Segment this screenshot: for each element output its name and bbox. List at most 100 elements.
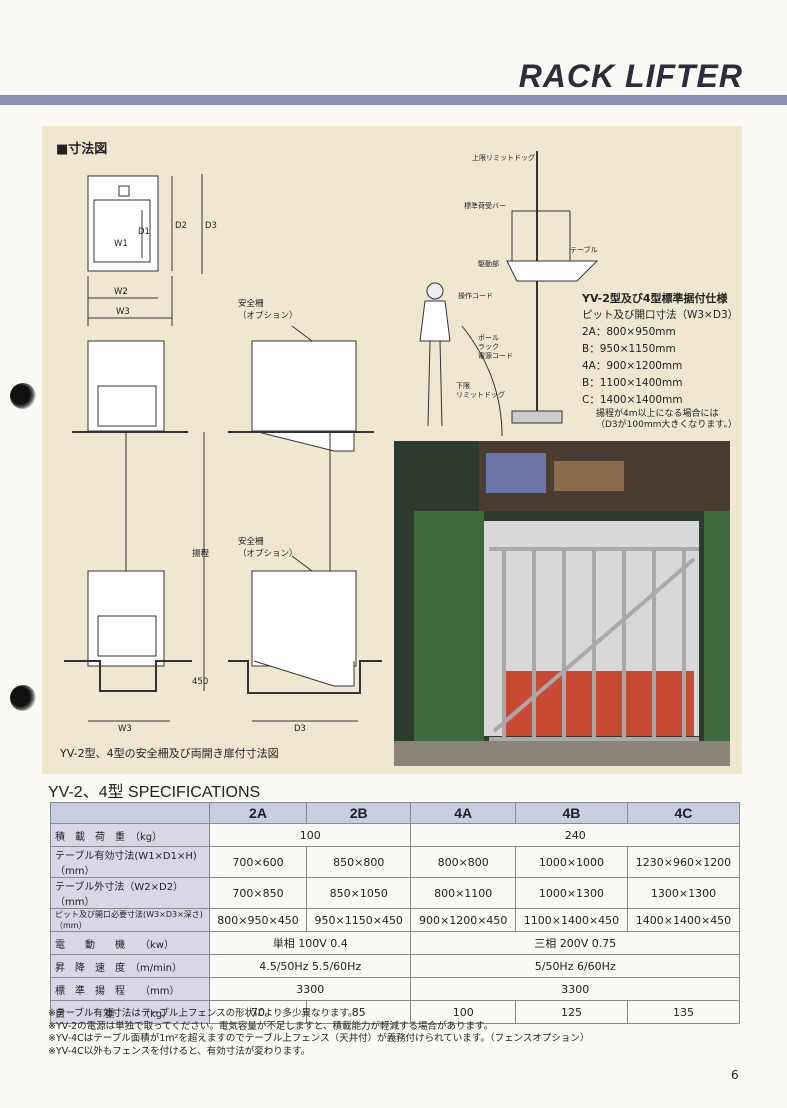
spec-cell: 三相 200V 0.75 bbox=[410, 931, 740, 955]
spec-row-load: 積 載 荷 重 （kg） 100 240 bbox=[50, 823, 740, 847]
spec-header-row: 2A 2B 4A 4B 4C bbox=[50, 802, 741, 824]
spec-row-motor: 電 動 機 （kw） 単相 100V 0.4 三相 200V 0.75 bbox=[50, 931, 740, 955]
install-note-1: 揚程が4m以上になる場合には bbox=[596, 409, 719, 419]
spec-cell: 1000×1000 bbox=[514, 846, 628, 878]
row-label: 電 動 機 （kw） bbox=[50, 931, 210, 955]
spec-row-table-effective: テーブル有効寸法(W1×D1×H)（mm） 700×600 850×800 80… bbox=[50, 846, 741, 878]
binder-hole-icon bbox=[10, 685, 36, 711]
row-label: 標 準 揚 程 （mm） bbox=[50, 977, 210, 1001]
row-label: 積 載 荷 重 （kg） bbox=[50, 823, 210, 847]
install-spec-title: YV-2型及び4型標準据付仕様 bbox=[582, 292, 728, 305]
spec-cell: 5/50Hz 6/60Hz bbox=[410, 954, 740, 978]
spec-header-4b: 4B bbox=[514, 802, 628, 824]
product-photo bbox=[394, 441, 730, 766]
spec-cell: 85 bbox=[305, 1000, 412, 1024]
label-d1: D1 bbox=[138, 227, 150, 237]
plan-view bbox=[87, 175, 159, 272]
label-safety-fence: 安全柵 bbox=[238, 298, 264, 309]
spec-row-weight: 自 重 （kg） 70 85 100 125 135 bbox=[50, 1000, 741, 1024]
label-450: 450 bbox=[192, 677, 208, 687]
label-table: テーブル bbox=[570, 245, 598, 254]
spec-cell: 950×1150×450 bbox=[305, 908, 412, 932]
spec-cell: 4.5/50Hz 5.5/60Hz bbox=[208, 954, 412, 978]
spec-header-4a: 4A bbox=[410, 802, 516, 824]
label-rack: ラック bbox=[478, 343, 499, 351]
dimension-panel: ■寸法図 bbox=[42, 126, 742, 774]
label-d3-bottom: D3 bbox=[294, 724, 306, 734]
dimension-drawings: W1 W2 W3 D1 D2 D3 安全柵 （オプション） 安全柵 （オプション… bbox=[64, 151, 599, 734]
label-safety-fence-2: 安全柵 bbox=[238, 536, 264, 547]
label-w2: W2 bbox=[114, 287, 128, 297]
spec-cell: 1400×1400×450 bbox=[626, 908, 741, 932]
label-stroke: 揚程 bbox=[192, 548, 210, 559]
install-spec-subtitle: ピット及び開口寸法（W3×D3） bbox=[582, 309, 739, 321]
section-title: ■寸法図 bbox=[56, 142, 108, 157]
spec-cell: 125 bbox=[514, 1000, 628, 1024]
spec-cell: 1300×1300 bbox=[626, 877, 741, 909]
label-load-bar: 標準荷受バー bbox=[464, 201, 506, 210]
install-row: B：950×1150mm bbox=[582, 343, 676, 355]
drawing-caption: YV-2型、4型の安全柵及び両開き扉付寸法図 bbox=[60, 747, 279, 760]
binder-hole-icon bbox=[10, 383, 36, 409]
label-w3: W3 bbox=[116, 307, 130, 317]
spec-cell: 800×950×450 bbox=[209, 908, 307, 932]
spec-cell: 100 bbox=[208, 823, 412, 847]
footnote: ※YV-4Cはテーブル面積が1m²を超えますのでテーブル上フェンス（天井付）が義… bbox=[48, 1033, 590, 1044]
label-power-cord: 電源コード bbox=[478, 351, 513, 360]
label-drive: 駆動部 bbox=[478, 259, 499, 268]
label-op-cord: 操作コード bbox=[458, 291, 493, 300]
spec-cell: 900×1200×450 bbox=[410, 908, 516, 932]
spec-cell: 800×800 bbox=[410, 846, 516, 878]
row-label: ピット及び開口必要寸法(W3×D3×深さ)（mm） bbox=[50, 908, 210, 932]
lifter-photo-illustration bbox=[394, 441, 730, 766]
spec-cell: 700×600 bbox=[209, 846, 307, 878]
spec-cell: 240 bbox=[410, 823, 740, 847]
spec-cell: 850×800 bbox=[305, 846, 412, 878]
spec-header-4c: 4C bbox=[626, 802, 741, 824]
label-lower-limit-1: 下限 bbox=[456, 381, 470, 390]
row-label: テーブル有効寸法(W1×D1×H)（mm） bbox=[50, 846, 210, 878]
footnote: ※YV-2の電源は単独で取ってください。電気容量が不足しますと、積載能力が軽減す… bbox=[48, 1020, 494, 1032]
spec-cell: 700×850 bbox=[209, 877, 307, 909]
spec-header-blank bbox=[50, 802, 210, 824]
row-label: 昇 降 速 度 （m/min） bbox=[50, 954, 210, 978]
brand-title: RACK LIFTER bbox=[518, 58, 743, 94]
spec-cell: 3300 bbox=[410, 977, 740, 1001]
spec-row-stroke: 標 準 揚 程 （mm） 3300 3300 bbox=[50, 977, 740, 1001]
spec-cell: 850×1050 bbox=[305, 877, 412, 909]
label-pole: ポール bbox=[478, 334, 499, 342]
spec-row-table-outer: テーブル外寸法（W2×D2）（mm） 700×850 850×1050 800×… bbox=[50, 877, 741, 909]
spec-row-speed: 昇 降 速 度 （m/min） 4.5/50Hz 5.5/60Hz 5/50Hz… bbox=[50, 954, 740, 978]
spec-cell: 3300 bbox=[208, 977, 412, 1001]
spec-title: YV-2、4型 SPECIFICATIONS bbox=[48, 784, 261, 801]
footnotes: ※テーブル有効寸法はテーブル上フェンスの形状により多少異なります。 ※YV-2の… bbox=[48, 1008, 589, 1058]
label-d3: D3 bbox=[205, 221, 217, 231]
install-row: B：1100×1400mm bbox=[582, 377, 683, 389]
install-row: C：1400×1400mm bbox=[582, 394, 683, 406]
label-d2: D2 bbox=[175, 221, 187, 231]
spec-cell: 135 bbox=[626, 1000, 741, 1024]
label-option: （オプション） bbox=[238, 310, 298, 321]
spec-cell: 1000×1300 bbox=[514, 877, 628, 909]
install-spec: YV-2型及び4型標準据付仕様 ピット及び開口寸法（W3×D3） 2A：800×… bbox=[582, 290, 738, 431]
footnote: ※YV-4C以外もフェンスを付けると、有効寸法が変わります。 bbox=[48, 1045, 311, 1057]
row-label: テーブル外寸法（W2×D2）（mm） bbox=[50, 877, 210, 909]
label-w1: W1 bbox=[114, 239, 128, 249]
install-row: 4A：900×1200mm bbox=[582, 360, 683, 372]
row-label: 自 重 （kg） bbox=[50, 1000, 210, 1024]
label-w3-bottom: W3 bbox=[118, 724, 132, 734]
page-number: 6 bbox=[731, 1068, 739, 1082]
spec-cell: 100 bbox=[410, 1000, 516, 1024]
label-lower-limit-2: リミットドッグ bbox=[456, 390, 505, 399]
spec-header-2a: 2A bbox=[209, 802, 307, 824]
spec-cell: 800×1100 bbox=[410, 877, 516, 909]
spec-header-2b: 2B bbox=[305, 802, 412, 824]
spec-row-pit: ピット及び開口必要寸法(W3×D3×深さ)（mm） 800×950×450 95… bbox=[50, 908, 741, 932]
footnote: ※テーブル有効寸法はテーブル上フェンスの形状により多少異なります。 bbox=[48, 1008, 358, 1019]
label-option-2: （オプション） bbox=[238, 548, 298, 559]
install-row: 2A：800×950mm bbox=[582, 326, 676, 338]
label-upper-limit: 上限リミットドッグ bbox=[472, 153, 535, 162]
header-band bbox=[0, 95, 787, 105]
install-note-2: （D3が100mm大きくなります。） bbox=[596, 420, 737, 430]
spec-cell: 70 bbox=[209, 1000, 307, 1024]
